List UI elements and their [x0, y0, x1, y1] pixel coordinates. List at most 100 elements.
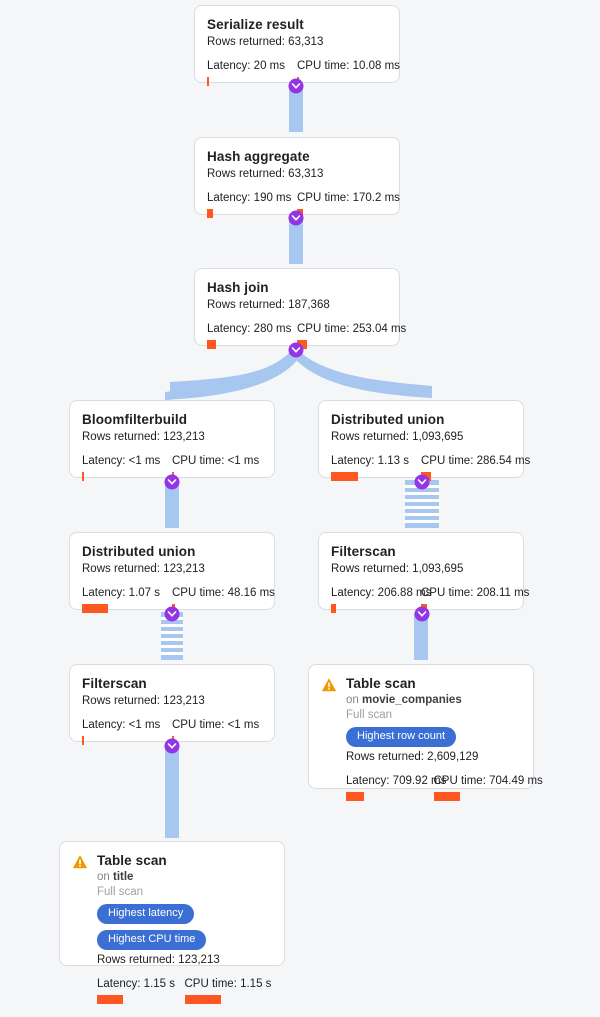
metric-cpu-label: CPU time: 10.08 ms	[297, 60, 400, 72]
edge-hashjoin-bloomfilterbuild	[170, 352, 296, 398]
node-table-name: on movie_companies	[346, 694, 462, 706]
edge-hashaggregate-hashjoin	[289, 216, 303, 264]
metric-latency-bar	[331, 604, 336, 613]
metric-latency: Latency: 1.07 s	[82, 586, 172, 613]
metric-cpu-label: CPU time: 1.15 s	[184, 978, 272, 990]
metric-latency-bar	[82, 472, 84, 481]
metric-latency: Latency: 1.13 s	[331, 454, 421, 481]
node-badges: Highest row count	[346, 727, 521, 747]
plan-node-filterscan-right[interactable]: Filterscan Rows returned: 1,093,695 Late…	[318, 532, 529, 613]
plan-node-bloomfilterbuild[interactable]: Bloomfilterbuild Rows returned: 123,213 …	[69, 400, 275, 481]
metric-latency-label: Latency: 20 ms	[207, 60, 285, 72]
metric-cpu-bar	[297, 340, 307, 349]
node-metrics: Latency: 190 ms CPU time: 170.2 ms	[207, 191, 400, 218]
node-metrics: Latency: 1.07 s CPU time: 48.16 ms	[82, 586, 275, 613]
node-rows-returned: Rows returned: 123,213	[82, 431, 205, 443]
edge-hashjoin-bloomfilterbuild-thick	[165, 352, 299, 400]
metric-cpu-label: CPU time: <1 ms	[172, 719, 260, 731]
node-title: Filterscan	[331, 544, 396, 559]
metric-cpu-label: CPU time: <1 ms	[172, 455, 260, 467]
metric-latency-bar	[346, 792, 364, 801]
plan-node-distributed-union-right[interactable]: Distributed union Rows returned: 1,093,6…	[318, 400, 530, 481]
node-header: Bloomfilterbuild Rows returned: 123,213	[82, 411, 262, 445]
plan-node-serialize-result[interactable]: Serialize result Rows returned: 63,313 L…	[194, 5, 400, 86]
node-rows-returned: Rows returned: 123,213	[82, 563, 205, 575]
metric-cpu-label: CPU time: 170.2 ms	[297, 192, 400, 204]
metric-latency-label: Latency: 280 ms	[207, 323, 292, 335]
plan-node-filterscan-left[interactable]: Filterscan Rows returned: 123,213 Latenc…	[69, 664, 275, 745]
metric-latency: Latency: 190 ms	[207, 191, 297, 218]
metric-cpu-label: CPU time: 704.49 ms	[433, 775, 543, 787]
node-header: Distributed union Rows returned: 1,093,6…	[331, 411, 511, 445]
metric-latency-bar	[82, 604, 108, 613]
metric-cpu-bar	[421, 604, 427, 613]
metric-cpu-label: CPU time: 48.16 ms	[172, 587, 275, 599]
metric-cpu-bar	[421, 472, 431, 481]
node-rows-returned: Rows returned: 2,609,129	[346, 751, 479, 763]
node-metrics: Latency: 709.92 ms CPU time: 704.49 ms	[321, 774, 543, 801]
metric-cpu-bar	[184, 995, 221, 1004]
node-header: Filterscan Rows returned: 1,093,695	[331, 543, 511, 577]
node-title: Table scan	[346, 676, 416, 691]
node-table-name: on title	[97, 871, 134, 883]
edge-hashjoin-distributedunion	[296, 352, 432, 398]
metric-cpu: CPU time: 48.16 ms	[172, 586, 275, 613]
metric-latency: Latency: 206.88 ms	[331, 586, 432, 613]
metric-latency: Latency: <1 ms	[82, 718, 172, 745]
metric-cpu: CPU time: 10.08 ms	[297, 59, 400, 86]
metric-cpu-bar	[433, 792, 460, 801]
metric-latency-label: Latency: 190 ms	[207, 192, 292, 204]
metric-latency-label: Latency: 206.88 ms	[331, 587, 432, 599]
node-header: Distributed union Rows returned: 123,213	[82, 543, 262, 577]
node-rows-returned: Rows returned: 1,093,695	[331, 563, 464, 575]
metric-cpu: CPU time: 1.15 s	[184, 977, 272, 1004]
warning-triangle-icon	[321, 678, 337, 692]
plan-node-hash-aggregate[interactable]: Hash aggregate Rows returned: 63,313 Lat…	[194, 137, 400, 218]
node-title: Distributed union	[82, 544, 196, 559]
metric-latency-label: Latency: 709.92 ms	[346, 775, 447, 787]
metric-latency-label: Latency: 1.13 s	[331, 455, 409, 467]
node-rows-returned: Rows returned: 123,213	[97, 954, 220, 966]
metric-cpu-bar	[297, 77, 299, 86]
status-badge[interactable]: Highest row count	[346, 727, 457, 747]
metric-cpu-bar	[172, 604, 175, 613]
metric-cpu: CPU time: 286.54 ms	[421, 454, 530, 481]
node-rows-returned: Rows returned: 187,368	[207, 299, 330, 311]
status-badge-latency[interactable]: Highest latency	[97, 904, 195, 924]
plan-node-hash-join[interactable]: Hash join Rows returned: 187,368 Latency…	[194, 268, 406, 349]
metric-cpu-bar	[297, 209, 303, 218]
node-title: Bloomfilterbuild	[82, 412, 188, 427]
node-metrics: Latency: 20 ms CPU time: 10.08 ms	[207, 59, 400, 86]
node-rows-returned: Rows returned: 63,313	[207, 36, 324, 48]
node-title: Filterscan	[82, 676, 147, 691]
plan-node-table-scan-movie-companies[interactable]: Table scan on movie_companies Full scan …	[308, 664, 543, 801]
metric-latency-label: Latency: <1 ms	[82, 455, 161, 467]
status-badge-cpu[interactable]: Highest CPU time	[97, 930, 207, 950]
metric-latency-bar	[331, 472, 358, 481]
node-title: Serialize result	[207, 17, 304, 32]
node-rows-returned: Rows returned: 123,213	[82, 695, 205, 707]
plan-node-table-scan-title[interactable]: Table scan on title Full scan Highest la…	[59, 841, 285, 1004]
node-metrics: Latency: <1 ms CPU time: <1 ms	[82, 718, 262, 745]
plan-node-distributed-union-left[interactable]: Distributed union Rows returned: 123,213…	[69, 532, 275, 613]
node-header: Hash join Rows returned: 187,368	[207, 279, 387, 313]
edge-bloomfilterbuild-distributedunion	[165, 481, 179, 528]
node-rows-returned: Rows returned: 1,093,695	[331, 431, 464, 443]
node-header: Table scan on movie_companies Full scan …	[321, 675, 521, 765]
metric-cpu-bar	[172, 736, 174, 745]
metric-cpu-bar	[172, 472, 174, 481]
metric-cpu-label: CPU time: 253.04 ms	[297, 323, 407, 335]
node-title: Hash aggregate	[207, 149, 310, 164]
metric-cpu: CPU time: <1 ms	[172, 718, 259, 745]
metric-cpu: CPU time: 208.11 ms	[421, 586, 529, 613]
metric-latency-label: Latency: 1.15 s	[97, 978, 175, 990]
node-metrics: Latency: 1.15 s CPU time: 1.15 s	[72, 977, 272, 1004]
node-header: Table scan on title Full scan Highest la…	[72, 852, 272, 968]
node-title: Distributed union	[331, 412, 445, 427]
metric-latency: Latency: <1 ms	[82, 454, 172, 481]
metric-latency: Latency: 20 ms	[207, 59, 297, 86]
metric-latency-bar	[207, 340, 216, 349]
edge-filterscan-tablescan-title	[165, 745, 179, 838]
metric-cpu: CPU time: 253.04 ms	[297, 322, 406, 349]
